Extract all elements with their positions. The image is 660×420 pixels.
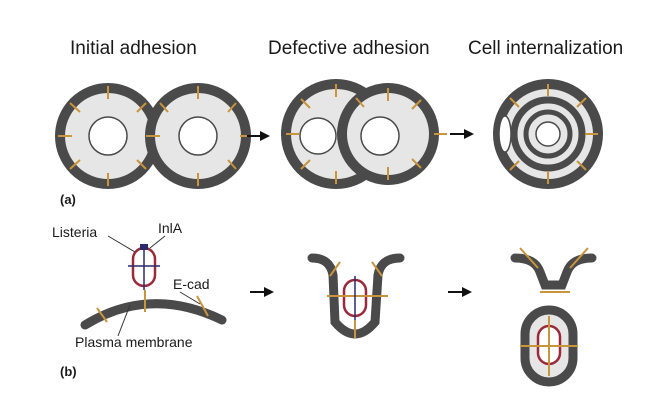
listeria-bacterium — [128, 244, 160, 290]
ecadherin-spikes — [286, 84, 447, 184]
ecadherin-spikes — [519, 247, 589, 293]
initial-adhesion-cells — [55, 83, 253, 189]
ecadherin-spikes — [509, 84, 598, 184]
ecadherin-spikes — [58, 86, 253, 186]
label-listeria: Listeria — [52, 224, 98, 240]
listeria-bacterium — [520, 316, 578, 376]
membrane-invagination — [307, 253, 405, 339]
label-plasma-membrane: Plasma membrane — [75, 334, 193, 350]
listeria-bacterium — [327, 276, 388, 320]
defective-adhesion-cells — [281, 79, 447, 189]
panel-label-a: (a) — [60, 192, 76, 207]
heading-initial-adhesion: Initial adhesion — [70, 38, 197, 59]
internalization-result — [510, 247, 597, 387]
heading-cell-internalization: Cell internalization — [468, 38, 624, 59]
ecadherin-spikes — [329, 261, 383, 338]
cell — [55, 83, 161, 189]
panel-label-b: (b) — [60, 364, 77, 379]
internalized-cell — [493, 79, 603, 189]
ecadherin-spikes — [96, 290, 209, 323]
label-ecad: E-cad — [173, 276, 210, 292]
cell — [145, 83, 251, 189]
heading-defective-adhesion: Defective adhesion — [268, 38, 430, 59]
membrane-with-listeria — [80, 235, 227, 337]
callout-lines — [107, 235, 201, 337]
label-inla: InlA — [158, 220, 183, 236]
